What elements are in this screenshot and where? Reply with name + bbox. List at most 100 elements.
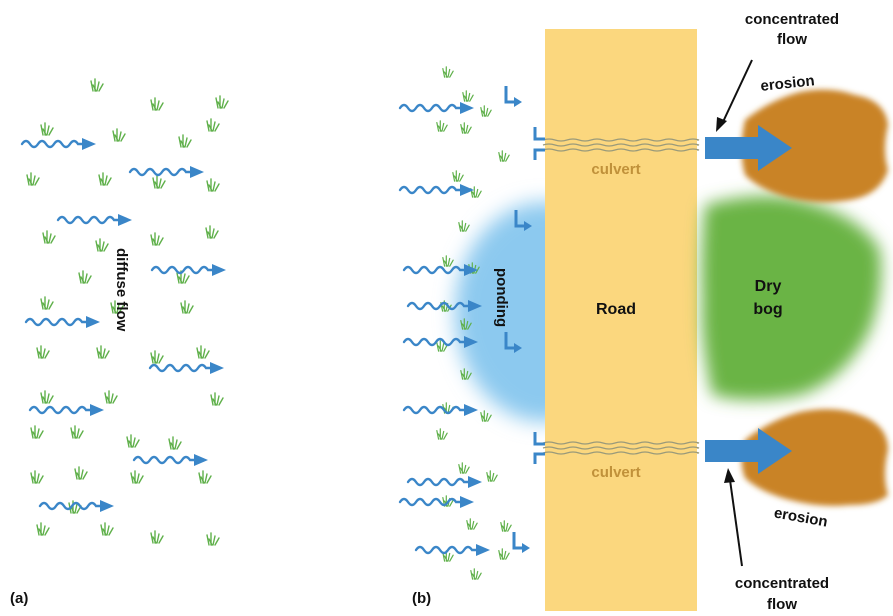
concentrated-flow-top-line1: concentrated — [745, 11, 839, 28]
grass-tuft-icon — [42, 230, 56, 244]
grass-tuft-icon — [98, 172, 112, 186]
wavy-arrow-icon — [414, 542, 492, 558]
grass-tuft-icon — [466, 518, 478, 530]
grass-tuft-icon — [498, 548, 510, 560]
pointer-arrow-bottom-icon — [724, 468, 743, 567]
road-label: Road — [596, 301, 636, 318]
wavy-arrow-icon — [402, 402, 480, 418]
grass-tuft-icon — [215, 95, 229, 109]
grass-tuft-icon — [442, 66, 454, 78]
grass-tuft-icon — [96, 345, 110, 359]
grass-tuft-icon — [436, 428, 448, 440]
culvert-inlet-top-icon — [533, 127, 545, 160]
grass-tuft-icon — [210, 392, 224, 406]
wavy-arrow-icon — [24, 314, 102, 330]
grass-tuft-icon — [458, 462, 470, 474]
grass-tuft-icon — [486, 470, 498, 482]
grass-tuft-icon — [458, 220, 470, 232]
wavy-arrow-icon — [20, 136, 98, 152]
grass-tuft-icon — [436, 120, 448, 132]
concentrated-flow-bottom-line2: flow — [767, 596, 797, 613]
grass-tuft-icon — [196, 345, 210, 359]
grass-tuft-icon — [178, 134, 192, 148]
erosion-top-label: erosion — [760, 72, 816, 95]
grass-tuft-icon — [206, 532, 220, 546]
grass-tuft-icon — [150, 97, 164, 111]
grass-tuft-icon — [126, 434, 140, 448]
grass-tuft-icon — [40, 122, 54, 136]
road — [545, 29, 697, 611]
grass-tuft-icon — [70, 425, 84, 439]
grass-tuft-icon — [112, 128, 126, 142]
wavy-arrow-icon — [150, 262, 228, 278]
grass-tuft-icon — [130, 470, 144, 484]
wavy-arrow-icon — [406, 474, 484, 490]
wavy-arrow-icon — [56, 212, 134, 228]
wavy-arrow-icon — [28, 402, 106, 418]
grass-tuft-icon — [150, 350, 164, 364]
grass-tuft-icon — [470, 186, 482, 198]
grass-tuft-icon — [30, 470, 44, 484]
grass-tuft-icon — [500, 520, 512, 532]
panel-a-label: (a) — [10, 590, 28, 607]
grass-tuft-icon — [206, 178, 220, 192]
grass-tuft-icon — [152, 175, 166, 189]
grass-tuft-icon — [95, 238, 109, 252]
outflow-arrow-bottom-icon — [705, 428, 792, 474]
grass-tuft-icon — [480, 410, 492, 422]
dry-bog-label-line1: Dry — [755, 278, 782, 295]
grass-tuft-icon — [198, 470, 212, 484]
grass-tuft-icon — [26, 172, 40, 186]
grass-tuft-icon — [36, 522, 50, 536]
grass-tuft-icon — [150, 530, 164, 544]
culvert-pipe-bottom — [542, 441, 700, 455]
grass-tuft-icon — [180, 300, 194, 314]
grass-tuft-icon — [40, 296, 54, 310]
hook-arrows-b — [504, 86, 532, 553]
grass-tuft-icon — [40, 390, 54, 404]
wavy-arrow-icon — [402, 262, 480, 278]
grass-tuft-icon — [462, 90, 474, 102]
concentrated-flow-top-line2: flow — [777, 31, 807, 48]
grass-tuft-icon — [442, 255, 454, 267]
grass-tuft-icon — [90, 78, 104, 92]
culvert-inlet-bottom-icon — [533, 432, 545, 464]
wavy-arrow-icon — [398, 494, 476, 510]
grass-tuft-icon — [498, 150, 510, 162]
wavy-arrow-icon — [402, 334, 480, 350]
grass-tuft-icon — [36, 345, 50, 359]
pointer-arrow-top-icon — [716, 59, 753, 132]
grass-tuft-icon — [78, 270, 92, 284]
grass-tuft-icon — [100, 522, 114, 536]
wavy-arrow-icon — [398, 100, 476, 116]
dry-bog — [701, 196, 882, 400]
diffuse-flow-label: diffuse flow — [113, 248, 130, 332]
hook-arrow-icon — [514, 210, 532, 231]
grass-tuft-icon — [206, 118, 220, 132]
hook-arrow-icon — [504, 332, 522, 353]
grass-tuft-icon — [168, 436, 182, 450]
grass-tuft-icon — [460, 122, 472, 134]
erosion-bottom — [741, 409, 888, 506]
grass-tuft-icon — [480, 105, 492, 117]
wavy-arrow-icon — [132, 452, 210, 468]
culvert-pipe-top — [542, 138, 700, 152]
panel-b-label: (b) — [412, 590, 431, 607]
hook-arrow-icon — [512, 532, 530, 553]
panel-a: diffuse flow (a) — [10, 78, 229, 607]
dry-bog-label-line2: bog — [753, 301, 782, 318]
wavy-arrow-icon — [148, 360, 226, 376]
grass-tuft-icon — [104, 390, 118, 404]
grass-tuft-icon — [470, 568, 482, 580]
hook-arrow-icon — [504, 86, 522, 107]
grass-tuft-icon — [150, 232, 164, 246]
culvert-bottom-label: culvert — [591, 464, 640, 481]
erosion-bottom-label: erosion — [773, 504, 829, 530]
grass-tuft-icon — [30, 425, 44, 439]
concentrated-flow-bottom-line1: concentrated — [735, 575, 829, 592]
erosion-top — [741, 89, 888, 203]
wavy-arrow-icon — [128, 164, 206, 180]
ponding-label: ponding — [493, 268, 510, 327]
grass-tuft-icon — [205, 225, 219, 239]
